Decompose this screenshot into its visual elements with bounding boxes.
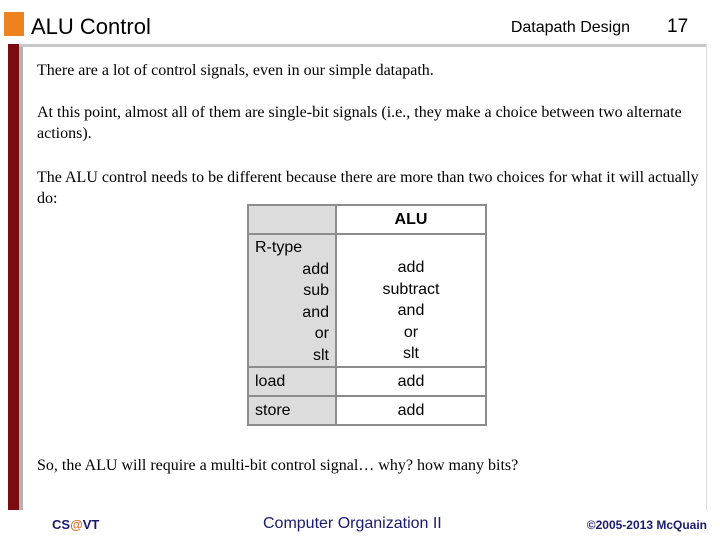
rtype-op: sub [303,282,329,299]
top-divider [19,44,707,47]
footer-copyright: ©2005-2013 McQuain [586,518,707,532]
rtype-label-cell: R-type add sub and or slt [247,233,337,368]
rtype-op: add [302,260,329,278]
section-title: Datapath Design [510,19,630,36]
slide-title: ALU Control [31,14,151,39]
row-alu-store: add [397,402,425,419]
rtype-alu-op: slt [403,345,419,362]
rtype-alu-op: subtract [382,280,440,298]
table-header-empty-cell [247,204,337,235]
table-row-load: load add [247,366,487,397]
table-header-alu: ALU [335,204,487,235]
alu-control-table: ALU R-type add sub and or slt add subtra… [247,204,487,426]
footer-course: Computer Organization II [263,515,442,532]
slide-number: 17 [667,16,689,37]
paragraph-control-signals: There are a lot of control signals, even… [37,62,434,79]
rtype-op: or [314,325,329,342]
right-divider [706,44,707,510]
rtype-op: and [302,303,329,321]
row-label-load: load [255,373,286,390]
rtype-op: slt [313,346,329,364]
rtype-alu-op: add [397,259,425,276]
table-header-row: ALU [247,204,487,235]
rtype-op-list: add sub and or slt [249,259,335,367]
footer-cs-vt: CS@VT [52,517,100,532]
left-shadow-bar [19,44,23,510]
rtype-alu-op: or [403,323,419,341]
paragraph-single-bit: At this point, almost all of them are si… [37,104,682,142]
left-accent-bar [8,44,19,510]
rtype-label: R-type [255,239,303,256]
table-row-rtype: R-type add sub and or slt add subtract a… [247,233,487,368]
paragraph-multi-bit: So, the ALU will require a multi-bit con… [37,457,519,474]
paragraph-alu-control: The ALU control needs to be different be… [37,169,699,207]
table-row-store: store add [247,395,487,426]
rtype-alu-op: and [397,302,425,319]
rtype-alu-cell: add subtract and or slt [335,233,487,368]
row-alu-load: add [397,373,425,390]
row-label-store: store [255,402,291,419]
title-square-decoration [4,12,24,36]
